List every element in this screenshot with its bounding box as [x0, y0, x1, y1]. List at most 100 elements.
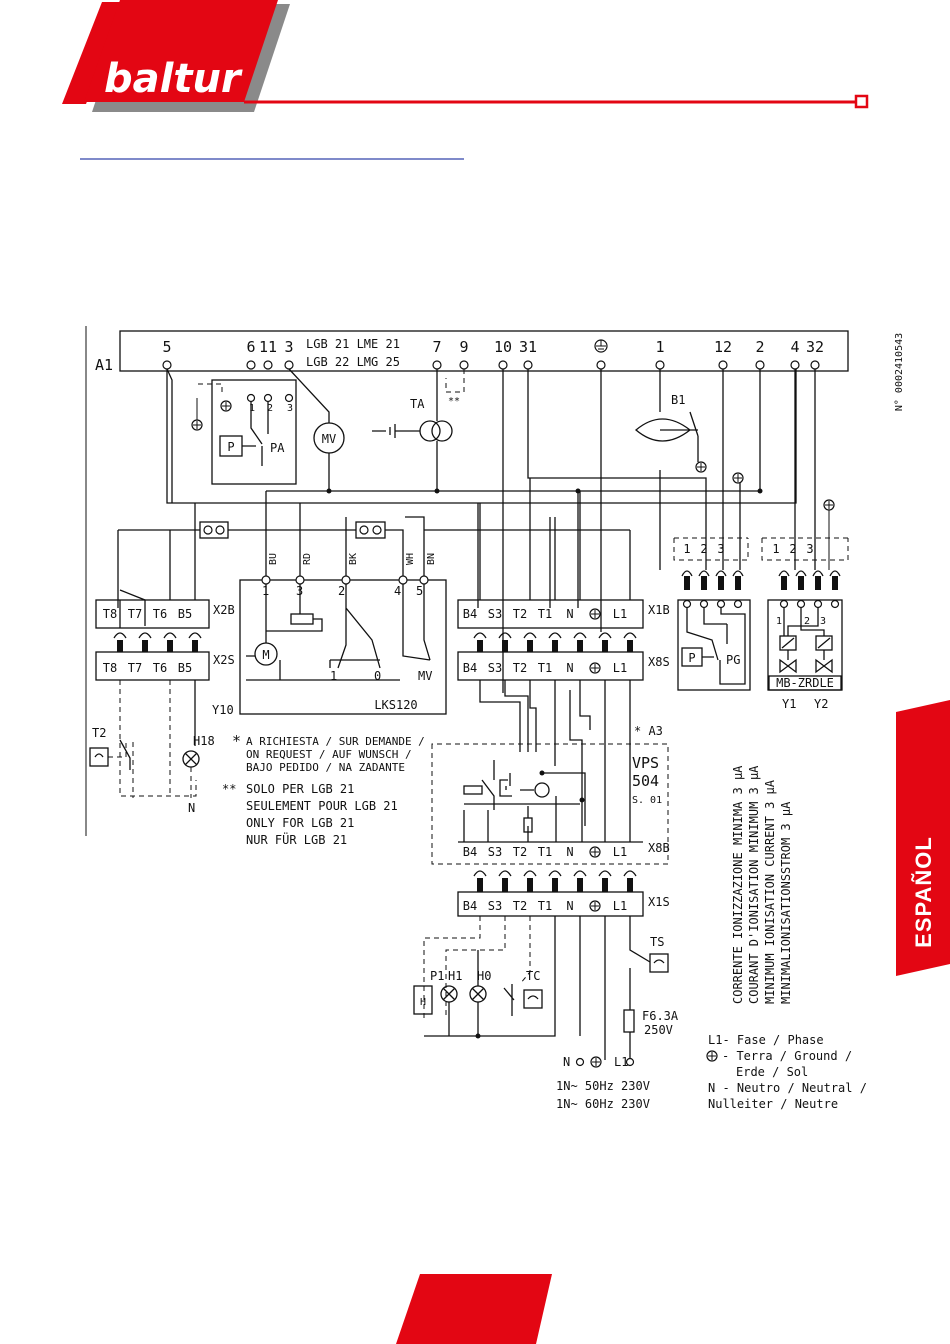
svg-text:- Terra / Ground /: - Terra / Ground / [722, 1049, 852, 1063]
svg-text:2: 2 [700, 542, 707, 556]
svg-text:T1: T1 [538, 661, 552, 675]
earth-icon [589, 662, 601, 674]
pg-frame [677, 599, 751, 691]
logo-red-band [84, 0, 278, 102]
logo-red-slash [62, 2, 126, 104]
notes-block: * A RICHIESTA / SUR DEMANDE / ON REQUEST… [222, 732, 425, 847]
language-tab-bg [896, 700, 950, 976]
svg-text:0: 0 [374, 669, 381, 683]
svg-text:1: 1 [683, 542, 690, 556]
svg-text:T2: T2 [513, 899, 527, 913]
svg-text:X1S: X1S [648, 895, 670, 909]
svg-text:T8: T8 [103, 607, 117, 621]
x1s-frame [457, 891, 644, 917]
svg-text:L1: L1 [613, 607, 627, 621]
power-supply: N L1 1N~ 50Hz 230V 1N~ 60Hz 230V [556, 1055, 650, 1111]
svg-text:4: 4 [394, 584, 401, 598]
svg-text:3: 3 [806, 542, 813, 556]
svg-text:MINIMUM IONISATION CURRENT 3 µ: MINIMUM IONISATION CURRENT 3 µA [763, 779, 777, 1004]
footer-tab [396, 1274, 552, 1344]
svg-text:N - Neutro / Neutral /: N - Neutro / Neutral / [708, 1081, 867, 1095]
earth-icon [594, 339, 608, 353]
svg-text:T8: T8 [103, 661, 117, 675]
language-tab: ESPAÑOL [896, 700, 950, 976]
svg-text:T2: T2 [92, 726, 106, 740]
svg-text:B1: B1 [671, 393, 685, 407]
svg-text:**: ** [222, 782, 236, 796]
svg-text:X8B: X8B [648, 841, 670, 855]
earth-icon [589, 608, 601, 620]
svg-text:T6: T6 [153, 607, 167, 621]
actuator-lks120: BU RD BK WH BN 1 3 2 4 5 M 1 0 MV LKS120 [239, 553, 447, 715]
svg-text:504: 504 [632, 772, 659, 790]
svg-text:F6.3A: F6.3A [642, 1009, 679, 1023]
field-devices: P1 H1 H0 TC H [413, 950, 543, 1039]
svg-text:Nulleiter / Neutre: Nulleiter / Neutre [708, 1097, 838, 1111]
svg-text:T2: T2 [513, 607, 527, 621]
terminal-block-icon [199, 521, 229, 539]
svg-text:MINIMALIONISATIONSSTROM 3 µA: MINIMALIONISATIONSSTROM 3 µA [779, 801, 793, 1004]
x2b-frame [95, 599, 210, 629]
pressure-switch-pa: 1 2 3 P PA [198, 379, 297, 485]
svg-text:N: N [188, 801, 195, 815]
svg-text:X2B: X2B [213, 603, 235, 617]
pa-frame [211, 379, 297, 485]
terminal-label: 9 [459, 338, 468, 356]
gas-valve-mb-zrdle: 1 2 3 1 2 3 MB-ZRDLE Y1 Y2 [761, 537, 849, 711]
svg-text:250V: 250V [644, 1023, 673, 1037]
header: baltur [62, 0, 869, 160]
control-model-line-1: LGB 21 LME 21 [306, 337, 400, 351]
svg-text:1N~ 60Hz 230V: 1N~ 60Hz 230V [556, 1097, 650, 1111]
earth-icon [589, 846, 601, 858]
svg-text:L1: L1 [613, 845, 627, 859]
valve-proving-vps504: * A3 VPS 504 S. 01 B4 S3 T2 T1 N L1 X8B [431, 724, 670, 865]
earth-icon [590, 1056, 602, 1068]
svg-text:SOLO PER LGB 21: SOLO PER LGB 21 [246, 782, 354, 796]
earth-icon [695, 461, 707, 473]
control-box-a1: A1 LGB 21 LME 21 LGB 22 LMG 25 5 6 11 3 … [95, 330, 849, 374]
svg-text:TA: TA [410, 397, 425, 411]
x2s-frame [95, 651, 210, 681]
svg-text:TC: TC [526, 969, 540, 983]
svg-text:N: N [566, 607, 573, 621]
svg-text:X2S: X2S [213, 653, 235, 667]
svg-text:ONLY FOR LGB 21: ONLY FOR LGB 21 [246, 816, 354, 830]
svg-text:Y1: Y1 [782, 697, 796, 711]
svg-text:T2: T2 [513, 845, 527, 859]
thermostat-t2: T2 [89, 726, 134, 798]
earth-icon [732, 472, 744, 484]
svg-text:L1: L1 [613, 661, 627, 675]
svg-text:MV: MV [322, 432, 336, 446]
svg-text:3: 3 [820, 616, 826, 627]
terminal-label: 6 [246, 338, 255, 356]
svg-text:P: P [688, 651, 695, 665]
svg-text:2: 2 [804, 616, 810, 627]
svg-text:TS: TS [650, 935, 664, 949]
svg-text:X8S: X8S [648, 655, 670, 669]
svg-text:ON REQUEST / AUF WUNSCH /: ON REQUEST / AUF WUNSCH / [246, 748, 412, 761]
terminal-label: 11 [259, 338, 277, 356]
svg-text:N: N [566, 845, 573, 859]
svg-text:WH: WH [405, 553, 416, 565]
svg-text:1: 1 [776, 616, 782, 627]
svg-text:H0: H0 [477, 969, 491, 983]
svg-text:2: 2 [267, 403, 273, 414]
control-terminals [162, 360, 820, 370]
svg-text:L1: L1 [614, 1055, 628, 1069]
lamp-h18: H18 N [182, 734, 215, 815]
terminal-label: 32 [806, 338, 824, 356]
svg-text:1: 1 [330, 669, 337, 683]
svg-text:CORRENTE IONIZZAZIONE MINIMA 3: CORRENTE IONIZZAZIONE MINIMA 3 µA [731, 765, 745, 1004]
svg-text:N: N [566, 661, 573, 675]
svg-text:B4: B4 [463, 661, 477, 675]
control-model-line-2: LGB 22 LMG 25 [306, 355, 400, 369]
x8s-frame [457, 651, 644, 681]
svg-text:BU: BU [268, 553, 279, 565]
svg-text:H18: H18 [193, 734, 215, 748]
terminal-label: 4 [790, 338, 799, 356]
svg-text:NUR FÜR LGB 21: NUR FÜR LGB 21 [246, 831, 347, 847]
svg-text:LKS120: LKS120 [374, 698, 417, 712]
svg-text:L1: L1 [613, 899, 627, 913]
svg-text:X1B: X1B [648, 603, 670, 617]
svg-text:S3: S3 [488, 661, 502, 675]
